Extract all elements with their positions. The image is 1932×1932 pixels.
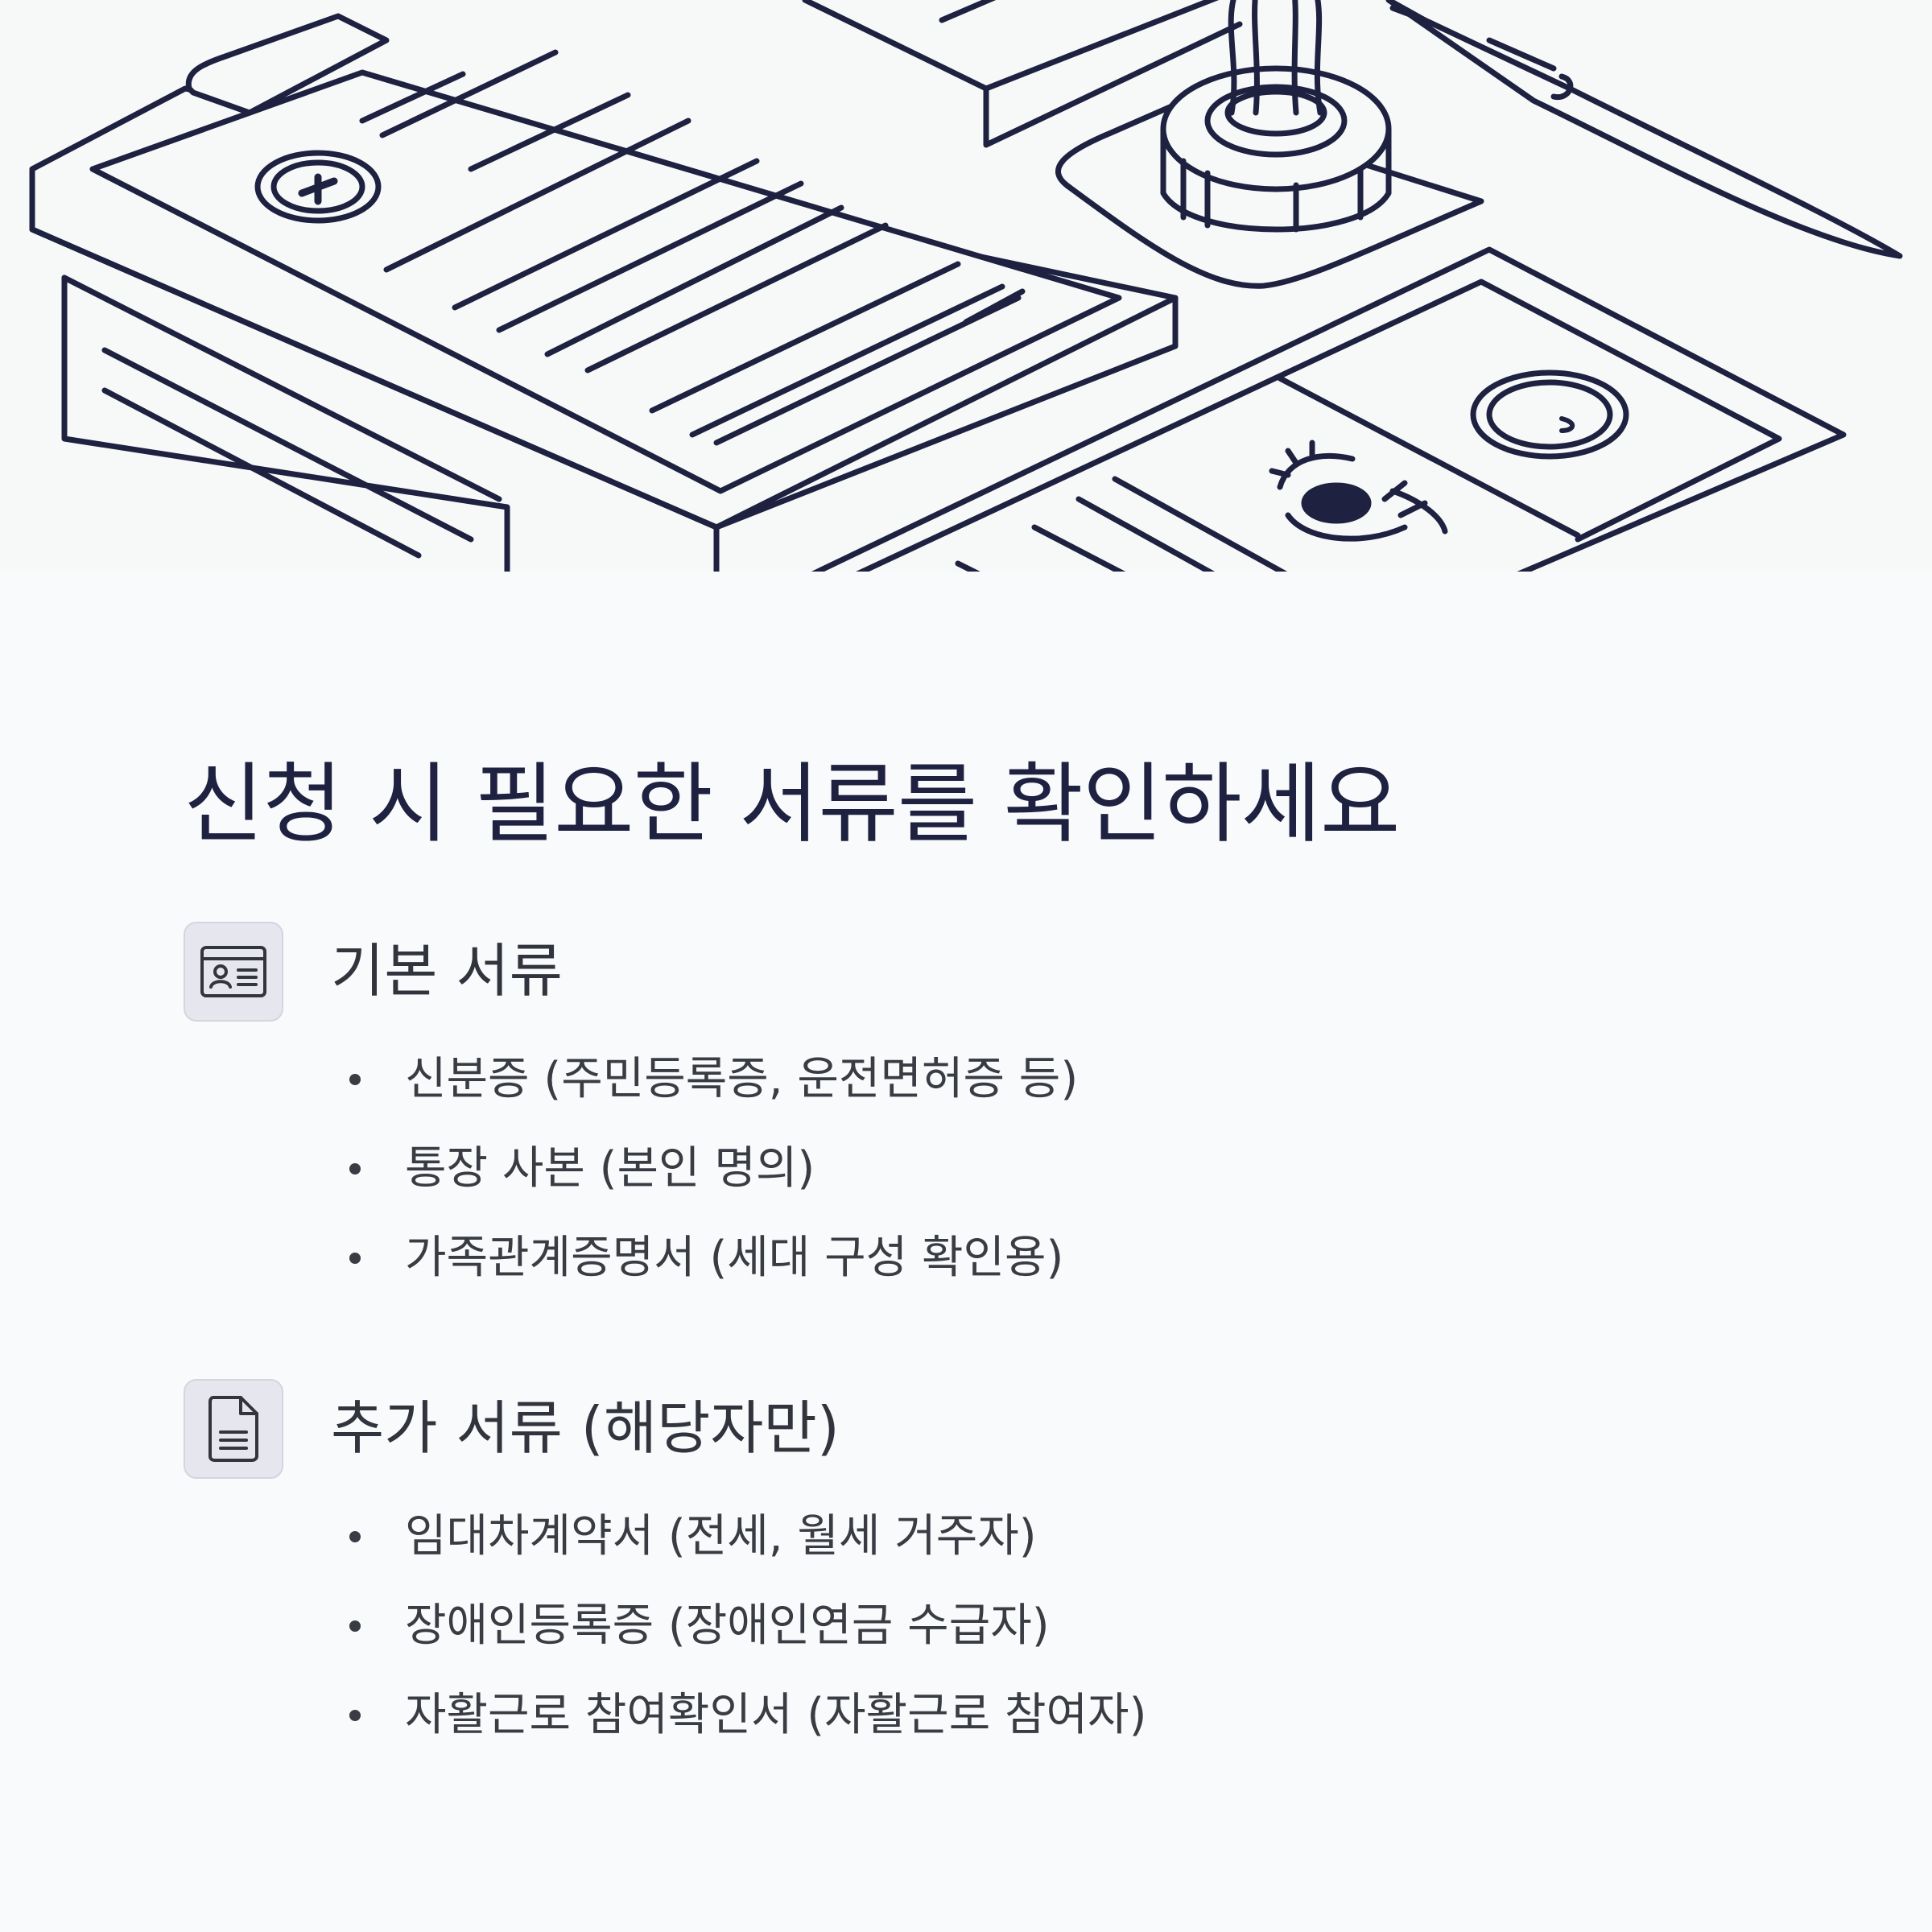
bullet-icon	[349, 1531, 361, 1542]
list-item: 가족관계증명서 (세대 구성 확인용)	[184, 1213, 1078, 1302]
document-list: 신분증 (주민등록증, 운전면허증 등) 통장 사본 (본인 명의) 가족관계증…	[184, 1034, 1078, 1302]
bullet-icon	[349, 1710, 361, 1721]
list-item-text: 자활근로 참여확인서 (자활근로 참여자)	[405, 1689, 1147, 1741]
list-item-text: 신분증 (주민등록증, 운전면허증 등)	[405, 1053, 1079, 1105]
page-title: 신청 시 필요한 서류를 확인하세요	[184, 754, 1400, 855]
bullet-icon	[349, 1620, 361, 1632]
basic-documents-section: 기본 서류 신분증 (주민등록증, 운전면허증 등) 통장 사본 (본인 명의)…	[184, 922, 1713, 1284]
list-item: 임대차계약서 (전세, 월세 거주자)	[184, 1492, 1146, 1581]
document-icon	[184, 1379, 283, 1479]
list-item-text: 임대차계약서 (전세, 월세 거주자)	[405, 1510, 1037, 1563]
section-title: 추가 서류 (해당자만)	[331, 1394, 840, 1462]
id-card-icon	[184, 922, 283, 1022]
section-header: 추가 서류 (해당자만)	[184, 1379, 1713, 1480]
document-list: 임대차계약서 (전세, 월세 거주자) 장애인등록증 (장애인연금 수급자) 자…	[184, 1492, 1146, 1760]
bullet-icon	[349, 1163, 361, 1174]
hero-illustration	[0, 0, 1932, 572]
list-item: 자활근로 참여확인서 (자활근로 참여자)	[184, 1670, 1146, 1760]
section-title: 기본 서류	[331, 937, 563, 1005]
list-item-text: 가족관계증명서 (세대 구성 확인용)	[405, 1232, 1064, 1284]
documents-illustration-icon	[29, 0, 1903, 572]
section-header: 기본 서류	[184, 922, 1713, 1023]
bullet-icon	[349, 1074, 361, 1085]
list-item-text: 통장 사본 (본인 명의)	[405, 1142, 815, 1195]
list-item: 신분증 (주민등록증, 운전면허증 등)	[184, 1034, 1078, 1124]
list-item: 통장 사본 (본인 명의)	[184, 1124, 1078, 1213]
additional-documents-section: 추가 서류 (해당자만) 임대차계약서 (전세, 월세 거주자) 장애인등록증 …	[184, 1379, 1713, 1741]
list-item: 장애인등록증 (장애인연금 수급자)	[184, 1581, 1146, 1670]
list-item-text: 장애인등록증 (장애인연금 수급자)	[405, 1600, 1050, 1652]
bullet-icon	[349, 1253, 361, 1264]
